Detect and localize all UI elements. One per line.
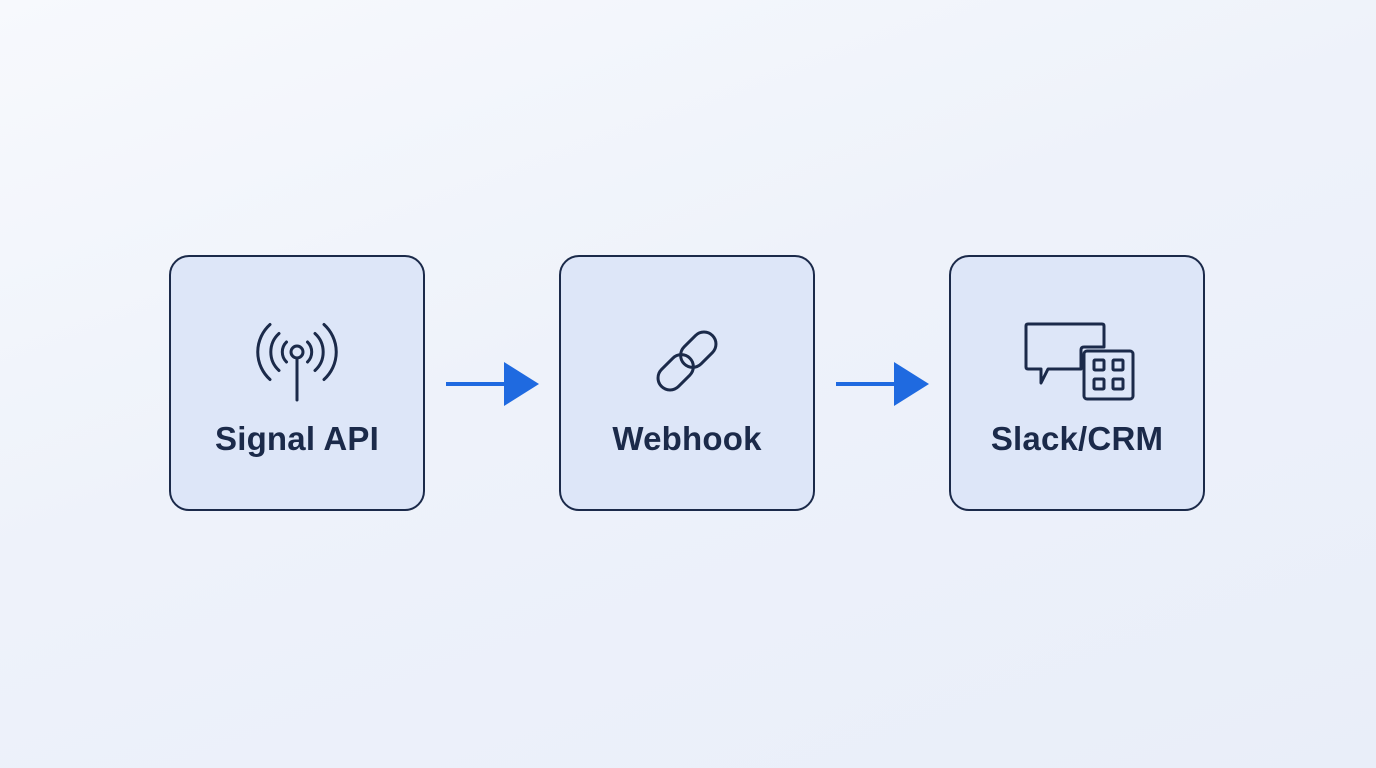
- webhook-node: Webhook: [559, 255, 815, 511]
- arrow-connector: [834, 358, 932, 410]
- slack-crm-node: Slack/CRM: [949, 255, 1205, 511]
- link-icon: [561, 315, 813, 407]
- chat-grid-icon: [951, 315, 1203, 407]
- node-label: Signal API: [215, 420, 379, 457]
- node-label: Slack/CRM: [990, 420, 1164, 457]
- signal-api-node: Signal API: [169, 255, 425, 511]
- antenna-icon: [171, 315, 423, 407]
- arrow-connector: [444, 358, 542, 410]
- node-label: Webhook: [612, 420, 762, 457]
